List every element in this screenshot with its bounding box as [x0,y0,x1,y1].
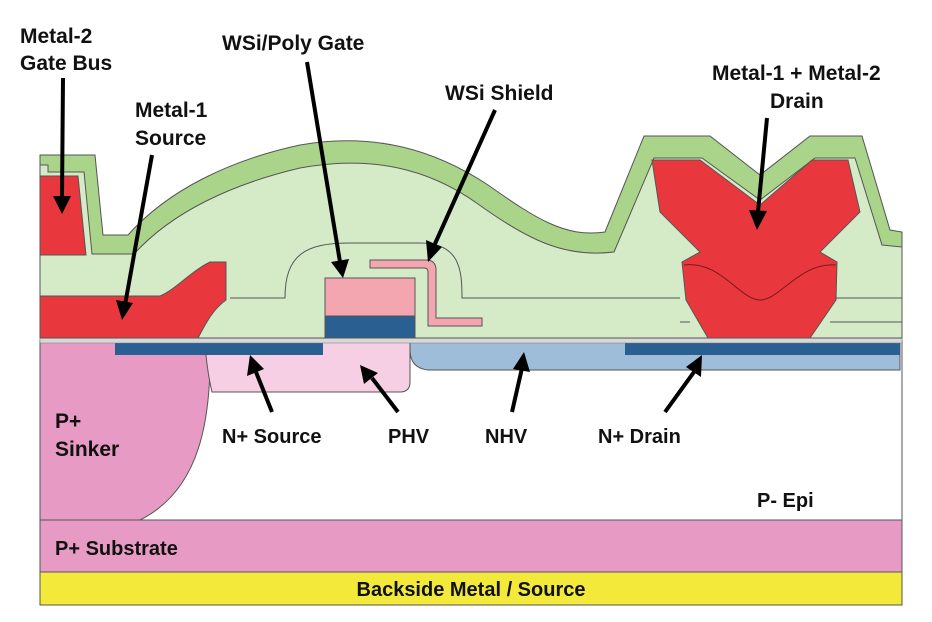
label-metal1-source-line2: Source [135,127,206,150]
arrow-n-drain [663,355,702,414]
surface-oxide-line [39,337,903,344]
label-metal1-source-line1: Metal-1 [135,99,208,122]
label-wsi-poly-gate: WSi/Poly Gate [222,32,364,55]
passivation-layer [39,135,903,255]
label-p-sinker-line2: Sinker [55,438,119,461]
label-drain-line2: Drain [770,90,824,113]
wsi-shield [369,259,483,327]
backside-metal-layer [39,571,903,606]
label-metal2-gate-bus-line1: Metal-2 [20,25,92,48]
arrow-nhv [510,352,530,413]
label-nhv: NHV [485,426,528,448]
n-drain-implant [625,343,900,355]
label-n-drain: N+ Drain [598,426,681,448]
arrow-drain [749,117,769,230]
drain-metal-inner-line [683,264,837,301]
arrow-metal1-source [116,154,154,320]
arrow-phv [360,365,400,414]
arrow-wsi-poly-gate [305,61,349,278]
poly-gate-layer [324,315,416,339]
label-p-epi: P- Epi [757,490,814,512]
n-source-implant [115,343,323,355]
label-backside-metal: Backside Metal / Source [357,579,586,601]
label-p-sinker-line1: P+ [55,410,81,433]
metal1-metal2-drain [651,159,861,339]
arrow-n-source [247,355,274,413]
arrow-wsi-shield [426,109,497,262]
label-phv: PHV [388,426,430,448]
metal1-source [39,261,227,339]
p-substrate-layer [39,519,903,573]
arrow-metal2-gate-bus [53,77,71,214]
wsi-gate-layer [324,277,416,317]
metal2-gate-bus [39,175,87,256]
label-drain-line1: Metal-1 + Metal-2 [712,62,881,85]
label-wsi-shield: WSi Shield [445,82,554,105]
label-p-substrate: P+ Substrate [55,538,178,560]
label-n-source: N+ Source [222,426,321,448]
label-metal2-gate-bus-line2: Gate Bus [20,52,112,75]
